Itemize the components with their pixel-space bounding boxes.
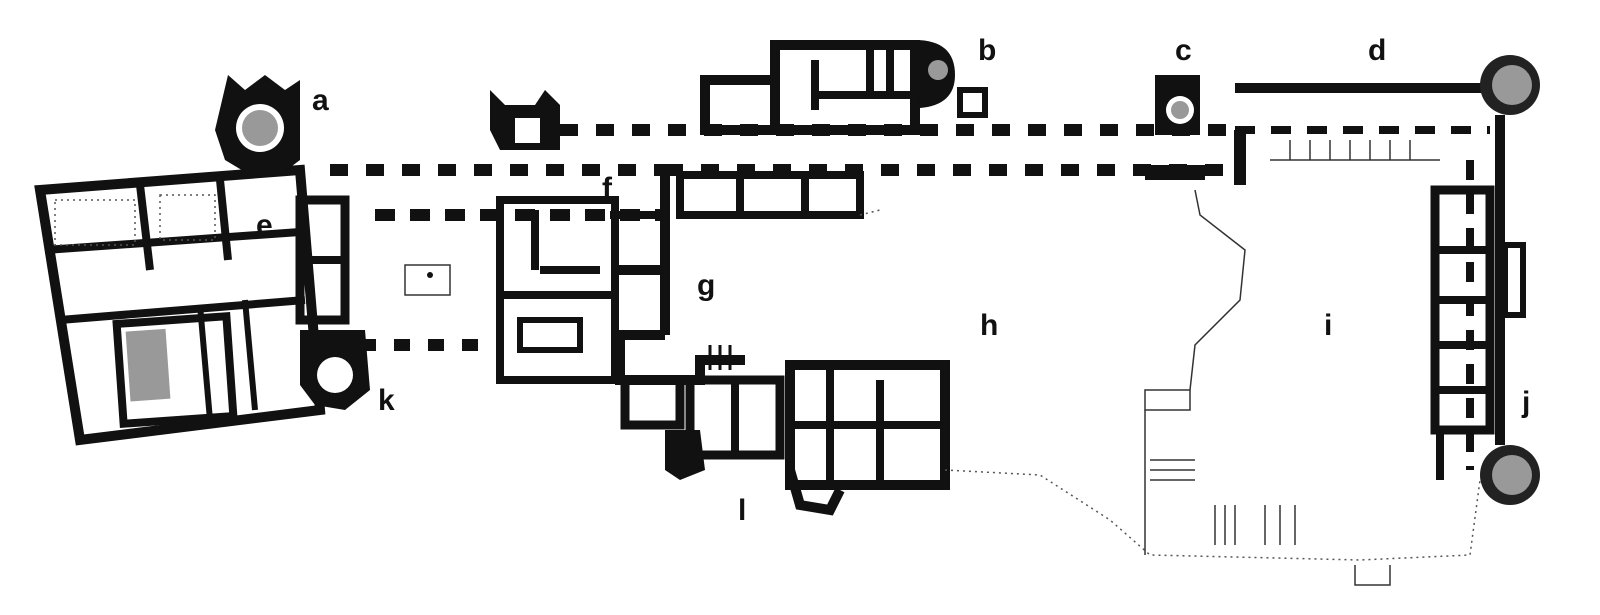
courtyard-outline xyxy=(859,189,1481,586)
south-range-l xyxy=(615,335,950,516)
label-e: e xyxy=(256,209,273,242)
label-i: i xyxy=(1324,309,1332,342)
label-k: k xyxy=(378,384,395,417)
tower-ne xyxy=(1480,55,1540,115)
label-l: l xyxy=(738,494,746,527)
tower-c xyxy=(1145,75,1205,180)
label-j: j xyxy=(1521,386,1530,419)
label-c: c xyxy=(1175,34,1192,67)
label-b: b xyxy=(978,34,996,67)
tower-k xyxy=(300,330,370,410)
tower-se-j xyxy=(1480,445,1540,505)
east-range-d xyxy=(1234,83,1490,185)
east-wing-j xyxy=(1430,115,1526,480)
south-rooms-f xyxy=(660,170,864,219)
north-rooms-b xyxy=(700,40,988,135)
label-d: d xyxy=(1368,34,1386,67)
label-h: h xyxy=(980,309,998,342)
label-f: f xyxy=(602,172,613,205)
west-wing xyxy=(34,164,326,446)
tower-a xyxy=(215,75,300,175)
label-g: g xyxy=(697,269,715,302)
label-a: a xyxy=(312,84,329,117)
